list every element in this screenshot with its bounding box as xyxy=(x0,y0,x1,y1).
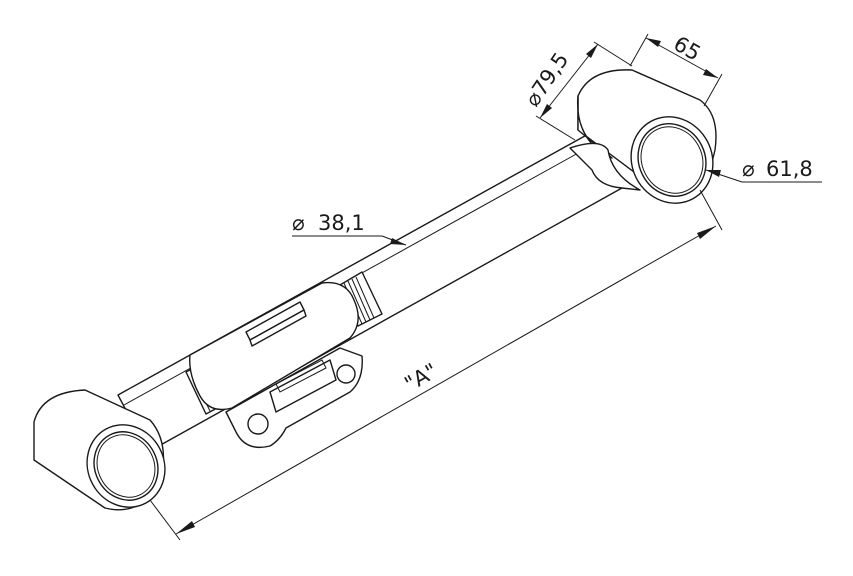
dimension-bore-inner-diameter: ⌀ 61,8 xyxy=(705,157,822,183)
right-weld-blend xyxy=(569,142,641,191)
right-bushing-housing xyxy=(576,69,717,204)
dimension-tube-diameter-label: 38,1 xyxy=(318,211,365,235)
dimension-bore-width-label: 65 xyxy=(670,32,705,66)
mounting-bracket xyxy=(225,347,363,449)
left-bushing-housing xyxy=(33,389,166,511)
dimension-length-a-label: "A" xyxy=(401,359,442,397)
diameter-symbol: ⌀ xyxy=(292,211,305,235)
dimension-bore-outer-diameter-label: ⌀79,5 xyxy=(520,48,573,111)
dimension-bore-inner-diameter-label: 61,8 xyxy=(766,157,813,181)
dimension-tube-diameter: ⌀ 38,1 xyxy=(292,211,407,246)
adjuster-sleeve xyxy=(189,281,359,411)
diameter-symbol: ⌀ xyxy=(742,157,755,181)
dimension-bore-outer-value: 79,5 xyxy=(527,48,573,100)
